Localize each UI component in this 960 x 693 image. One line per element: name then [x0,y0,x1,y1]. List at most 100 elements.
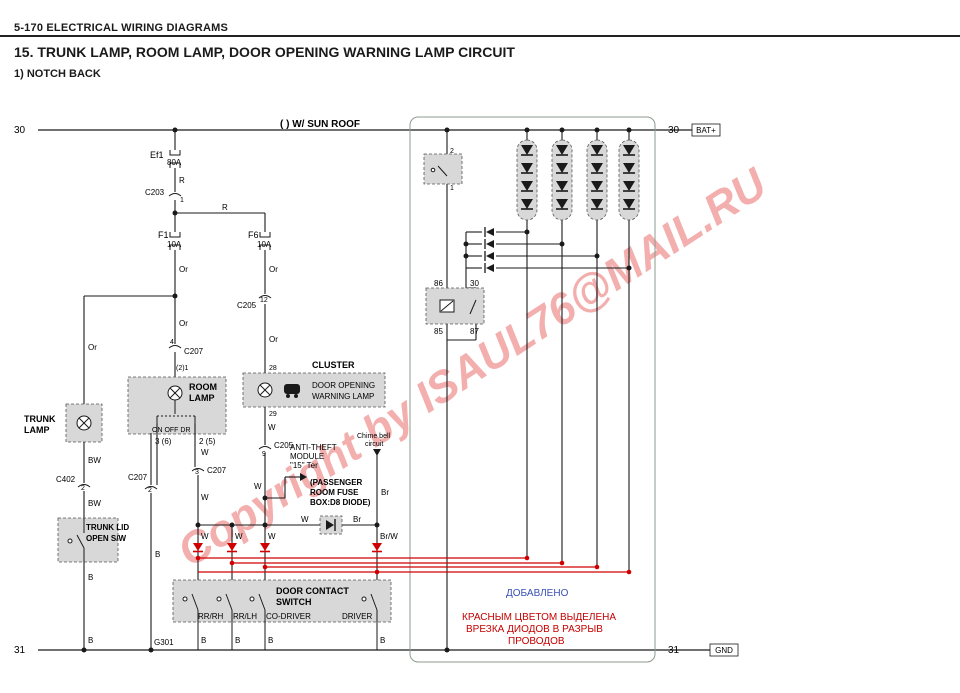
junction-dot [81,647,87,653]
sunroof-switch-box [423,153,463,185]
connector-c205-bot-mark [258,446,272,450]
room-lamp-label-1: ROOM [189,382,217,392]
main-feed-wires [83,130,266,404]
f6-name: F6 [248,230,259,240]
junction-dot [559,241,565,247]
led-strip-3 [586,139,608,221]
wire-color-b: B [88,636,93,645]
lower-left-wires [83,407,378,650]
wire-color-or: Or [179,265,188,274]
wire-color-w: W [201,448,209,457]
c207-top-label: C207 [184,347,204,356]
f1-rating: 10A [167,240,182,249]
junction-dot [524,229,530,235]
sunroof-switch-icon [430,165,448,177]
connector-c207-right-mark [191,468,205,472]
led-strip-1 [516,139,538,221]
rail-bottom-left-num: 31 [14,645,26,656]
added-section-box [409,116,656,663]
junction-dot [524,127,530,133]
fuse-f6 [259,232,271,250]
bat-tag: BAT+ [696,126,716,135]
junction-dot [463,241,469,247]
note-line-3: ПРОВОДОВ [508,636,565,647]
wire-color-b: B [235,636,240,645]
cluster-lamp-label-1: DOOR OPENING [312,381,375,390]
c205-bot-pin: 9 [262,451,266,458]
junction-dot [626,127,632,133]
red-junction-dot [524,555,530,561]
wire-color-brw: Br/W [380,532,398,541]
trunk-lamp-label-1: TRUNK [24,414,56,424]
wire-color-bw: BW [88,456,101,465]
led-strip-2 [551,139,573,221]
wire-color-w: W [268,423,276,432]
wire-color-w: W [268,532,276,541]
f1-name: F1 [158,230,169,240]
trunk-lamp-bulb-icon [76,415,92,431]
header-rule [0,35,960,37]
car-door-icon [284,384,300,398]
connector-c203-mark [168,193,182,197]
red-junction-dot [626,569,632,575]
c207-room-pin: (2)1 [176,365,189,372]
red-junction-dot [229,560,235,566]
d8-diode-icon [326,519,336,531]
room-pin-right: 2 (5) [199,437,216,446]
chime-label-2: circuit [365,441,383,448]
room-lamp-label-2: LAMP [189,393,215,403]
room-lamp-bulb-icon [167,385,183,401]
relay-sw-pin-1: 1 [450,185,454,192]
wire-color-or: Or [88,343,97,352]
relay-sw-pin-2: 2 [450,148,454,155]
c402-label: C402 [56,475,76,484]
junction-dot [594,253,600,259]
cluster-pin-top: 28 [269,365,277,372]
junction-dot [172,127,178,133]
relay-pin-86: 86 [434,279,443,288]
added-label: ДОБАВЛЕНО [506,588,569,599]
connector-c207-left-mark [144,486,158,490]
wire-color-b: B [155,550,160,559]
c203-label: C203 [145,188,165,197]
door-pos-co-driver: CO-DRIVER [266,612,311,621]
relay-box [425,287,485,325]
door-pos-rr-lh: RR/LH [233,612,257,621]
f6-rating: 10A [257,240,272,249]
c402-pin: 2 [81,485,85,492]
junction-dot [172,210,178,216]
wire-color-w-diode: W [301,515,309,524]
rail-bottom-right-num: 31 [668,645,680,656]
red-junction-dot [262,564,268,570]
junction-dot [262,495,268,501]
room-pin-left: 3 (6) [155,437,172,446]
fuse-box-note-3: BOX:D8 DIODE) [310,498,371,507]
c207-right-label: C207 [207,466,227,475]
door-switch-contacts [182,593,378,650]
led-strip-4 [618,139,640,221]
junction-dot [374,522,380,528]
connector-c402-mark [77,484,91,488]
fuse-f1 [169,232,181,250]
junction-dot [444,127,450,133]
wire-color-r: R [179,176,185,185]
sunroof-label: ( ) W/ SUN ROOF [280,119,360,130]
trunk-switch-label-2: OPEN S/W [86,534,126,543]
trunk-switch-label-1: TRUNK LID [86,523,129,532]
junction-dot [444,647,450,653]
junction-dot [195,522,201,528]
note-line-1: КРАСНЫМ ЦВЕТОМ ВЫДЕЛЕНА [462,612,616,623]
page-header: 5-170 ELECTRICAL WIRING DIAGRAMS [0,0,960,37]
wire-color-r: R [222,203,228,212]
wire-color-or: Or [179,319,188,328]
cluster-title: CLUSTER [312,360,355,370]
trunk-lamp-label-2: LAMP [24,425,50,435]
c207-left-pin: 2 [148,487,152,494]
gnd-tag: GND [715,646,733,655]
junction-dot [626,265,632,271]
anti-theft-arrow [300,473,307,481]
room-switch-positions: ON OFF DR [152,427,191,434]
red-junction-dot [594,564,600,570]
fuse-ef1 [169,150,181,168]
diagram-subtitle: 1) NOTCH BACK [14,68,101,80]
